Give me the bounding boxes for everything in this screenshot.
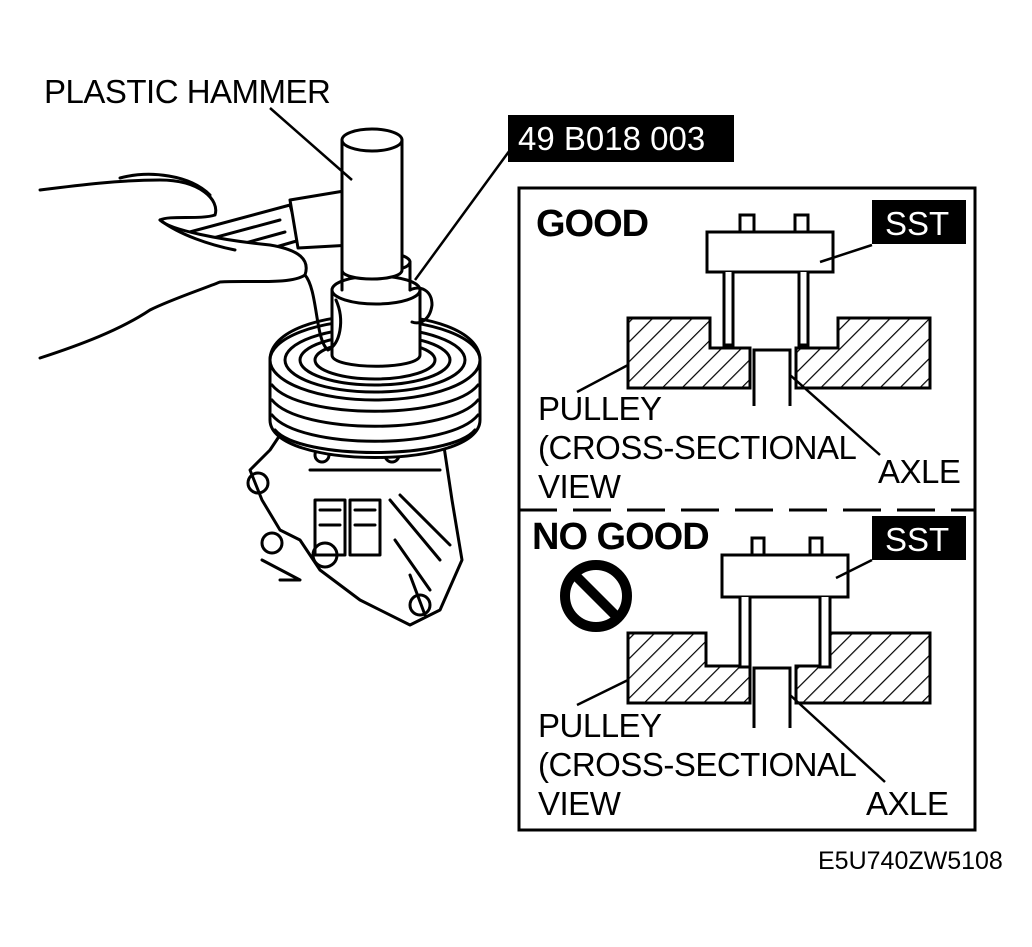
leader-lines — [269, 107, 512, 281]
prohibition-icon — [560, 560, 632, 632]
nogood-axle — [752, 666, 792, 728]
good-axle — [752, 348, 792, 406]
tool-number-label: 49 B018 003 — [518, 120, 705, 157]
nogood-panel: NO GOOD SST PULLEY (CRO — [532, 516, 966, 822]
nogood-pulley-label-2: (CROSS-SECTIONAL — [538, 746, 857, 783]
nogood-axle-label: AXLE — [866, 785, 948, 822]
good-axle-label: AXLE — [878, 453, 960, 490]
nogood-leaders — [576, 558, 886, 783]
figure-code: E5U740ZW5108 — [818, 847, 1003, 875]
good-heading: GOOD — [536, 203, 648, 245]
good-pulley-label-1: PULLEY — [538, 390, 662, 427]
good-pulley-label-2: (CROSS-SECTIONAL — [538, 429, 857, 466]
good-sst-tag — [872, 200, 966, 244]
nogood-pulley-label-1: PULLEY — [538, 707, 662, 744]
compressor-body — [246, 418, 464, 627]
good-pulley-label-3: VIEW — [538, 468, 622, 505]
good-panel: GOOD SST PULLEY (CROSS-SECTIONAL VIEW AX… — [536, 200, 966, 505]
hand-illustration — [38, 172, 434, 360]
nogood-sst-tool — [704, 536, 850, 669]
good-sst-label: SST — [885, 205, 949, 242]
compressor-illustration — [38, 127, 482, 627]
good-sst-tool — [705, 213, 840, 348]
nogood-sst-tag — [872, 516, 966, 560]
nogood-sst-label: SST — [885, 521, 949, 558]
nogood-heading: NO GOOD — [532, 516, 709, 558]
nogood-pulley-label-3: VIEW — [538, 785, 622, 822]
plastic-hammer-label: PLASTIC HAMMER — [44, 73, 330, 110]
good-leaders — [576, 243, 881, 456]
tool-number-tag: 49 B018 003 — [508, 115, 734, 162]
